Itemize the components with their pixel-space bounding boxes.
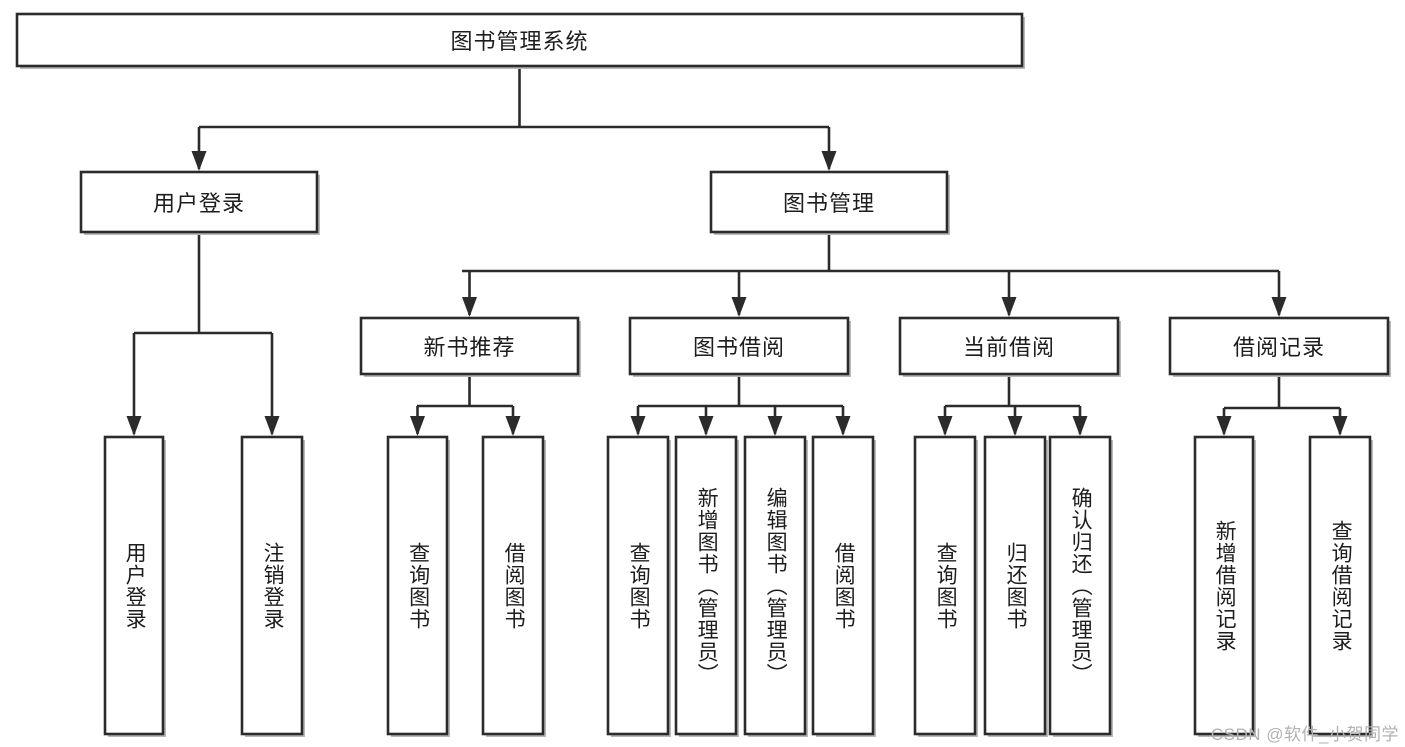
node-leaf-logout[interactable] xyxy=(240,435,305,737)
node-user-login[interactable] xyxy=(79,170,320,235)
node-leaf-confirm-return[interactable] xyxy=(1048,435,1113,737)
node-leaf-edit-book[interactable] xyxy=(743,435,808,737)
node-leaf-query-record[interactable] xyxy=(1308,435,1373,737)
node-leaf-user-login[interactable] xyxy=(103,435,166,737)
node-leaf-query-book-2[interactable] xyxy=(606,435,671,737)
nodes-layer xyxy=(15,12,1391,737)
node-leaf-query-book-3[interactable] xyxy=(913,435,978,737)
node-book-borrow[interactable] xyxy=(628,316,851,377)
node-leaf-query-book-1[interactable] xyxy=(386,435,450,737)
node-leaf-borrow-book-1[interactable] xyxy=(481,435,546,737)
node-leaf-return-book[interactable] xyxy=(983,435,1048,737)
node-root[interactable] xyxy=(15,12,1025,69)
node-leaf-add-record[interactable] xyxy=(1193,435,1256,737)
node-book-manage[interactable] xyxy=(709,170,950,235)
node-leaf-add-book[interactable] xyxy=(674,435,739,737)
node-borrow-record[interactable] xyxy=(1168,316,1391,377)
node-new-book-rec[interactable] xyxy=(359,316,581,377)
node-current-borrow[interactable] xyxy=(898,316,1121,377)
watermark: CSDN @软件_小贺同学 xyxy=(1210,725,1399,744)
node-leaf-borrow-book-2[interactable] xyxy=(811,435,876,737)
edges-layer xyxy=(126,66,1348,436)
